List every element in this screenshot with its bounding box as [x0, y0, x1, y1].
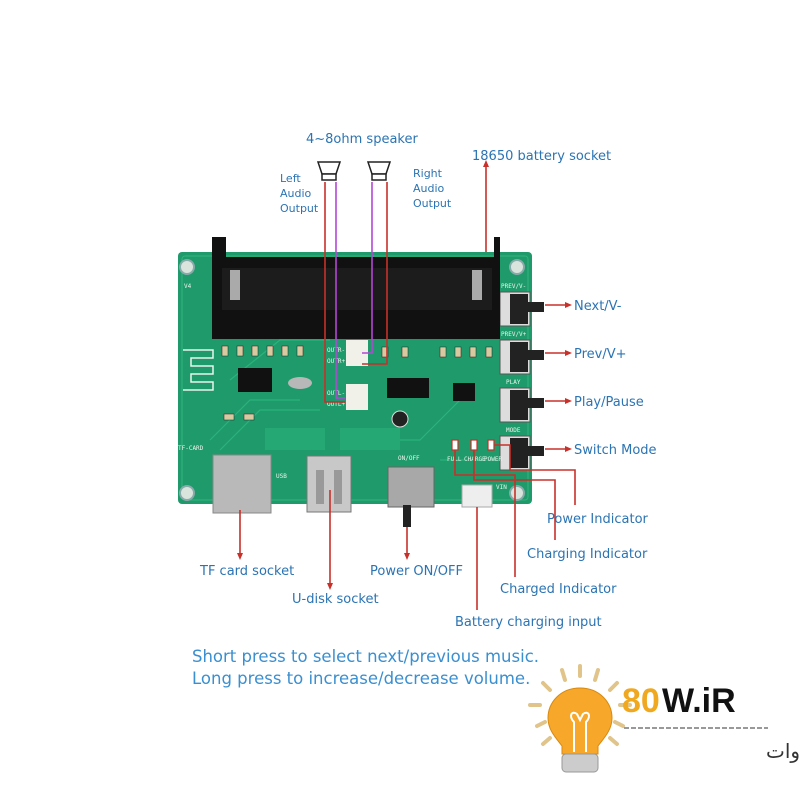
silk-mode: MODE [506, 427, 521, 434]
micro-usb-port [461, 484, 493, 508]
label-mode: Switch Mode [574, 443, 657, 458]
left-audio-connector [346, 384, 368, 410]
silk-vin: VIN [496, 484, 507, 491]
label-speaker: 4~8ohm speaker [306, 132, 418, 147]
silk-power: POWER [484, 456, 502, 463]
label-udisk: U-disk socket [292, 592, 379, 607]
logo-tagline: فروشگاه ۸۰ وات [766, 739, 800, 763]
label-left-audio-1: Left [280, 172, 301, 185]
label-battery-socket: 18650 battery socket [472, 149, 611, 164]
mount-holes [179, 259, 525, 501]
label-battery-input: Battery charging input [455, 615, 602, 630]
logo-wir: W.iR [662, 682, 736, 720]
label-right-audio-3: Output [413, 197, 452, 210]
silk-on-off: ON/OFF [398, 455, 420, 462]
label-power-switch: Power ON/OFF [370, 564, 463, 579]
label-next: Next/V- [574, 299, 622, 314]
label-right-audio-2: Audio [413, 182, 445, 195]
silk-prev-v-plus: PREV/V+ [501, 331, 527, 338]
silk-outl-plus: OUTL+ [327, 401, 345, 408]
label-tf-card: TF card socket [199, 564, 294, 579]
arrowheads [237, 160, 572, 590]
leader-lines [239, 165, 576, 610]
brand-logo: 80 W.iR فروشگاه ۸۰ وات [528, 664, 800, 773]
antenna-trace [183, 349, 214, 391]
label-prev: Prev/V+ [574, 347, 627, 362]
note-line-2: Long press to increase/decrease volume. [192, 669, 530, 688]
speaker-icon [316, 161, 392, 181]
power-switch [387, 466, 435, 508]
label-charged-indicator: Charged Indicator [500, 582, 617, 597]
silk-version: V4 [184, 283, 192, 290]
label-play: Play/Pause [574, 395, 644, 410]
label-right-audio-1: Right [413, 167, 443, 180]
usb-port [306, 455, 352, 513]
label-left-audio-2: Audio [280, 187, 312, 200]
right-audio-connector [346, 340, 368, 366]
battery-holder [212, 237, 500, 339]
amp-chip [387, 378, 429, 398]
pcb-board: PREV/V- PREV/V+ PLAY MODE TF-CARD USB ON… [178, 237, 544, 527]
silk-prev-v-minus: PREV/V- [501, 283, 526, 290]
silk-usb: USB [276, 473, 287, 480]
crystal [288, 377, 312, 389]
light-rays [528, 664, 632, 746]
label-power-indicator: Power Indicator [547, 512, 649, 527]
label-charging-indicator: Charging Indicator [527, 547, 648, 562]
silk-charge: CHARGE [464, 456, 486, 463]
logo-80: 80 [622, 682, 660, 720]
tf-card-slot [212, 454, 272, 514]
tact-buttons [499, 291, 544, 471]
note-line-1: Short press to select next/previous musi… [192, 647, 539, 666]
bt-chip [238, 368, 272, 392]
silk-tf-card: TF-CARD [178, 445, 204, 452]
silk-play: PLAY [506, 379, 521, 386]
label-left-audio-3: Output [280, 202, 319, 215]
charge-chip [453, 383, 475, 401]
